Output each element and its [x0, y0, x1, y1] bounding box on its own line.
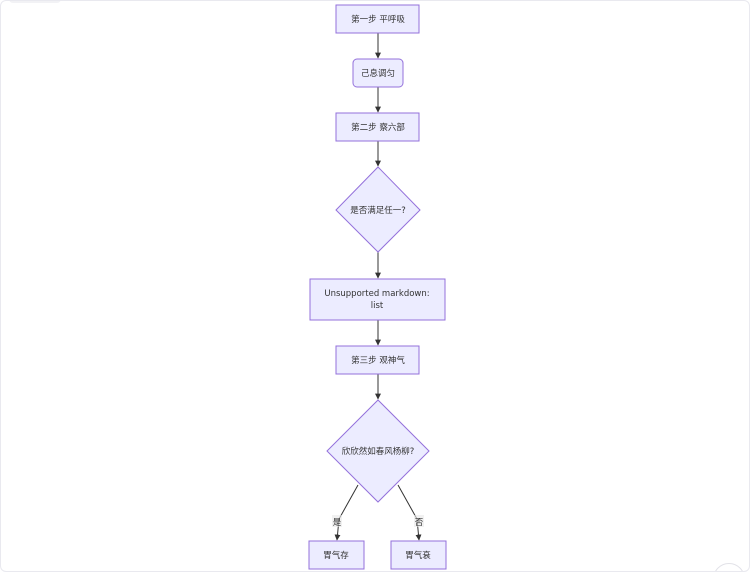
node-result-yes-box: [308, 540, 365, 570]
node-decision2-diamond: [326, 399, 430, 503]
node-result-no-label: 胃气衰: [405, 550, 431, 561]
edge-label-yes: 是: [333, 518, 342, 528]
node-result-no-box: [390, 540, 447, 570]
node-result-yes[interactable]: 胃气存: [308, 540, 365, 570]
node-step3-label: 第三步 观神气: [351, 355, 405, 366]
edge-label-no: 否: [415, 518, 424, 528]
node-calm-box: [352, 58, 404, 88]
node-unsupported[interactable]: Unsupported markdown: list: [309, 278, 446, 321]
node-calm-label: 己息调匀: [361, 68, 395, 79]
node-decision1[interactable]: 是否满足任一?: [335, 166, 421, 253]
node-decision2[interactable]: 欣欣然如春风杨柳?: [326, 399, 430, 503]
edge-decision2-to-yes: [334, 484, 359, 541]
top-left-tab: [9, 1, 61, 3]
node-step1-label: 第一步 平呼吸: [351, 14, 405, 25]
node-step3-box: [335, 345, 420, 375]
node-result-no[interactable]: 胃气衰: [390, 540, 447, 570]
node-step2[interactable]: 第二步 察六部: [335, 112, 420, 142]
node-calm[interactable]: 己息调匀: [352, 58, 404, 88]
node-step2-label: 第二步 察六部: [351, 122, 405, 133]
node-decision1-label: 是否满足任一?: [350, 205, 406, 216]
node-step1-box: [335, 4, 420, 34]
no-label-bg: [414, 515, 424, 527]
node-unsupported-line2: list: [371, 301, 384, 311]
edge-decision2-to-no: [397, 484, 422, 541]
node-step1[interactable]: 第一步 平呼吸: [335, 4, 420, 34]
node-decision2-label: 欣欣然如春风杨柳?: [342, 446, 415, 457]
node-result-yes-label: 胃气存: [323, 550, 349, 561]
node-unsupported-line1: Unsupported markdown:: [324, 289, 429, 299]
node-step2-box: [335, 112, 420, 142]
node-unsupported-box: [309, 278, 446, 321]
node-step3[interactable]: 第三步 观神气: [335, 345, 420, 375]
yes-label-bg: [332, 515, 342, 527]
node-decision1-diamond: [335, 166, 421, 253]
